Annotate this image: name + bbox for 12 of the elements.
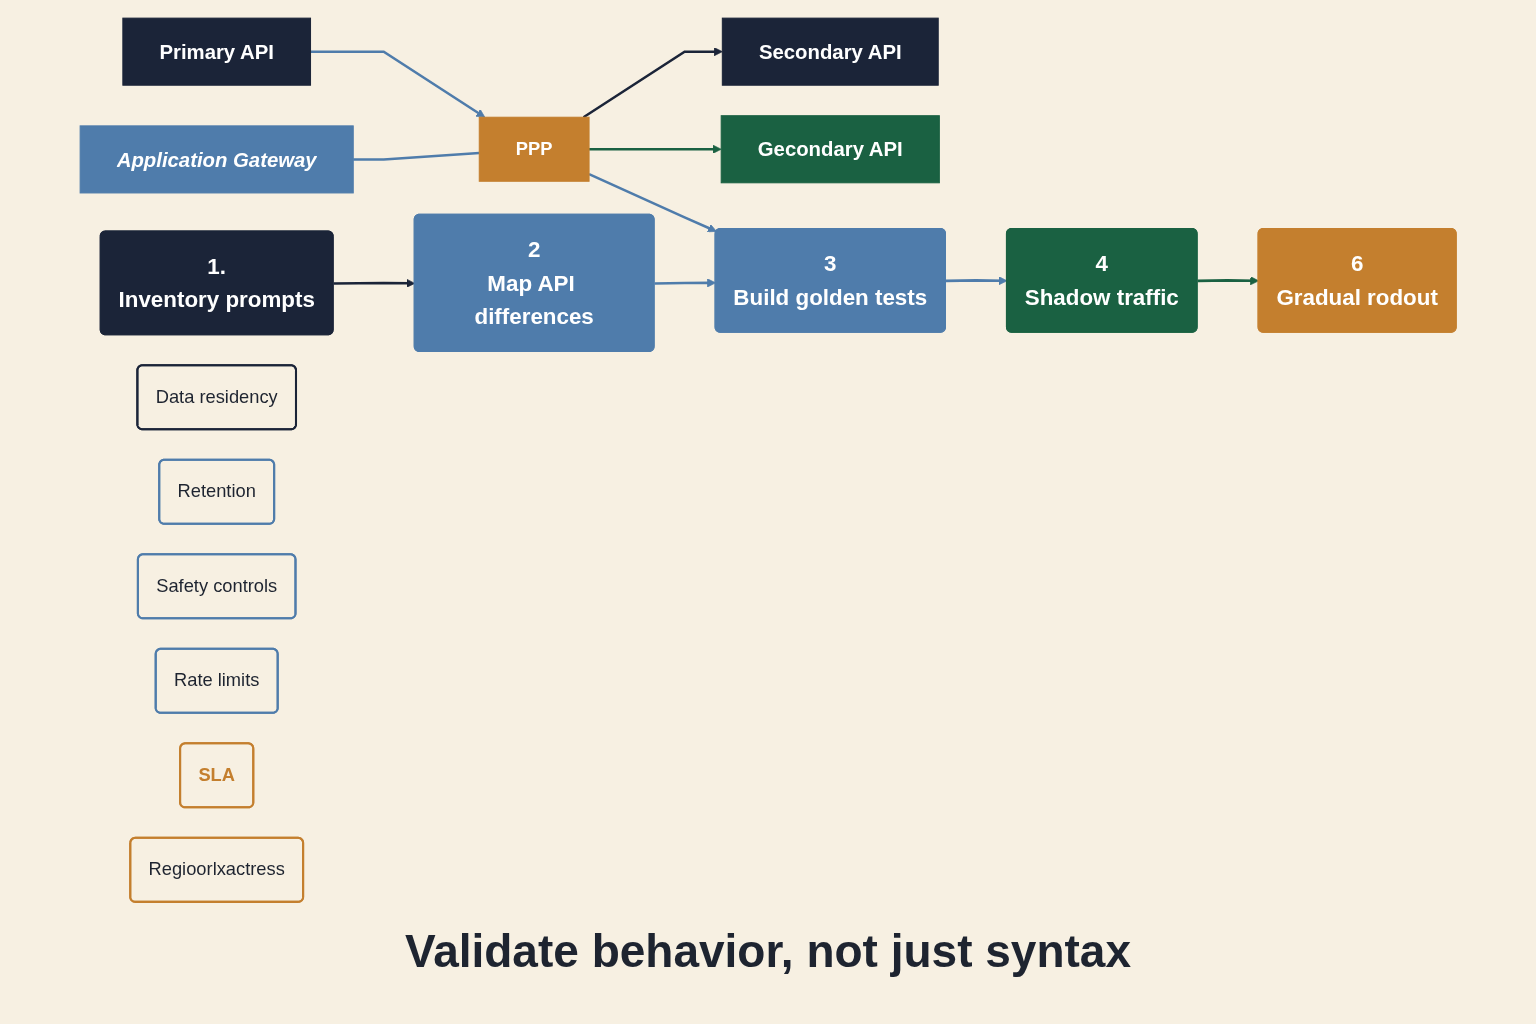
node-box: Gecondary API [720, 115, 940, 184]
arrow [588, 172, 717, 233]
arrow [588, 144, 722, 154]
arrow [310, 50, 486, 118]
node-box: Application Gateway [79, 125, 354, 194]
arrow [333, 278, 415, 288]
connector [353, 151, 480, 161]
arrow [582, 47, 723, 119]
node-box: Secondary API [721, 17, 939, 86]
node-box: Primary API [122, 17, 311, 86]
node-box: PPP [478, 116, 590, 182]
caption: Validate behavior, not just syntax [405, 924, 1131, 978]
